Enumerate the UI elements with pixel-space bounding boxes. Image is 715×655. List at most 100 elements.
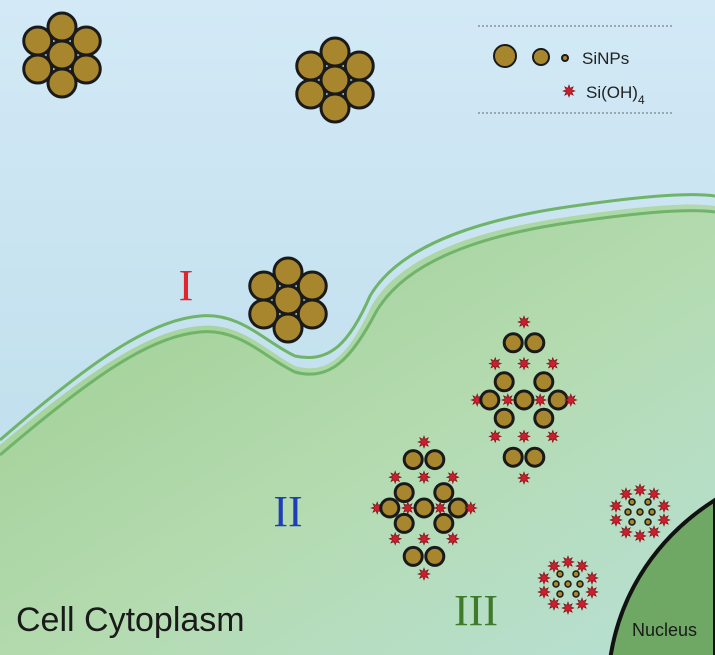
sioh-molecule [537,571,551,585]
sinp-particle [628,518,636,526]
sinp-particle [648,508,656,516]
sinp-particle [624,508,632,516]
sioh-molecule [537,585,551,599]
sioh-molecule [488,356,503,371]
sioh-molecule [657,513,671,527]
sinp-particle [402,545,424,567]
legend-sioh-label: Si(OH)4 [586,83,645,107]
sinp-particle [576,580,584,588]
sinp-particle [248,298,280,330]
sioh-molecule [388,470,403,485]
sioh-molecule [545,356,560,371]
sioh-molecule [517,429,531,444]
sioh-molecule [517,471,531,485]
sinp-particle [433,482,455,504]
sioh-molecule [585,585,599,599]
sinp-particle [493,371,515,393]
sinp-particle [296,270,328,302]
stage-label-ii: II [273,487,302,536]
sioh-molecule [417,531,431,546]
sioh-molecule [619,487,633,501]
sioh-molecule [463,501,478,515]
sinp-particle [628,498,636,506]
sinp-particle [524,446,546,468]
sioh-molecule [561,555,575,569]
sioh-molecule [517,356,531,371]
dissolving-group-medium [370,435,478,581]
sinp-particle [644,518,652,526]
sioh-molecule [619,525,633,539]
sinp-particle [479,389,501,411]
sinp-particle [644,498,652,506]
sinp-particle [572,570,580,578]
sinp-particle [319,92,351,124]
sinp-particle [636,508,644,516]
sioh-molecule [488,429,503,444]
sinp-particle [424,545,446,567]
sinp-particle [295,78,327,110]
stage-label-iii: III [454,586,498,635]
legend-sioh-subscript: 4 [638,93,645,107]
sioh-molecule [547,597,561,611]
sioh-molecule [533,393,548,407]
sinp-particle [70,25,102,57]
cytoplasm-label: Cell Cytoplasm [16,601,245,639]
sioh-molecule [417,567,431,581]
sioh-molecule [400,501,415,515]
sioh-symbol [562,84,576,98]
sinp-particle [22,53,54,85]
sioh-molecule [445,470,460,485]
nucleus [608,497,715,655]
sinp-particle [272,256,304,288]
sioh-molecule [433,501,448,515]
sioh-molecule [575,597,589,611]
sioh-molecule [517,315,531,329]
sioh-molecule [545,429,560,444]
sinp-cluster-endocytosis [248,256,328,344]
sinp-particle [22,25,54,57]
sinp-particle [572,590,580,598]
sinp-particle [248,270,280,302]
dissolving-particles [370,315,671,615]
sinp-clusters [22,11,375,344]
legend-sioh-symbol [562,84,576,98]
sinp-particle [524,332,546,354]
sinp-particle [533,407,555,429]
sinp-particle [319,36,351,68]
sinp-particle [552,580,560,588]
nucleus-label: Nucleus [632,620,697,640]
sioh-molecule [417,435,431,449]
sinp-particle [502,332,524,354]
membrane-outer-line [0,193,715,442]
sinp-particle [424,449,446,471]
sinp-particle [564,580,572,588]
sinp-cluster-top-left [22,11,102,99]
sioh-molecule [647,487,661,501]
sioh-molecule [500,393,515,407]
sinp-particle [272,312,304,344]
sinp-particle [343,50,375,82]
legend: SiNPs Si(OH)4 [478,25,672,114]
sioh-molecule [575,559,589,573]
sioh-molecule [561,601,575,615]
sinp-particle [433,512,455,534]
sioh-molecule [417,470,431,485]
legend-sinps-label: SiNPs [582,49,629,68]
sioh-molecule [445,531,460,546]
dissolving-group-small-right [609,483,671,543]
sioh-molecule [657,499,671,513]
sinp-particle [295,50,327,82]
sinp-particle [46,11,78,43]
sinp-particle [393,482,415,504]
sinp-particle [556,590,564,598]
sioh-molecule [585,571,599,585]
sioh-molecule [633,483,647,497]
dissolving-group-large [470,315,578,485]
sioh-molecule [388,531,403,546]
sioh-molecule [547,559,561,573]
legend-sinps-symbols [493,44,569,68]
sinp-particle [402,449,424,471]
sinp-particle [413,497,435,519]
sinp-particle [533,371,555,393]
